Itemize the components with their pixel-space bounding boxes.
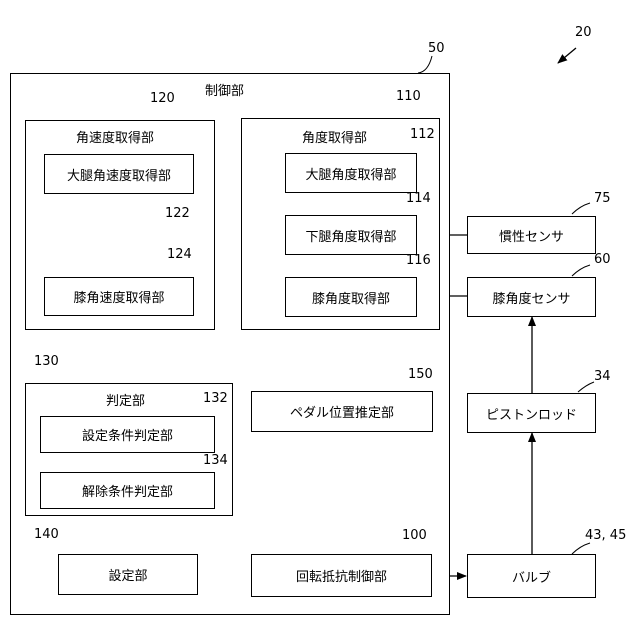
piston-rod-ref: 34 xyxy=(594,369,611,384)
thigh-angle-label: 大腿角度取得部 xyxy=(305,164,396,183)
setting-unit-label: 設定部 xyxy=(108,565,147,584)
angle-unit-ref: 110 xyxy=(396,89,421,104)
thigh-angular-velocity-ref: 122 xyxy=(165,206,190,221)
judgement-unit-title: 判定部 xyxy=(106,390,145,409)
angular-velocity-unit-title: 角速度取得部 xyxy=(76,127,154,146)
knee-angle-box: 膝角度取得部 xyxy=(285,277,417,317)
leader-50 xyxy=(418,56,432,73)
rotation-resistance-box: 回転抵抗制御部 xyxy=(251,554,432,597)
inertial-sensor-box: 慣性センサ xyxy=(467,216,596,254)
release-condition-box: 解除条件判定部 xyxy=(40,472,215,509)
set-condition-ref: 132 xyxy=(203,391,228,406)
setting-unit-ref: 140 xyxy=(34,527,59,542)
pedal-position-ref: 150 xyxy=(408,367,433,382)
knee-angular-velocity-label: 膝角速度取得部 xyxy=(73,287,164,306)
valve-ref: 43, 45 xyxy=(585,528,626,543)
pedal-position-box: ペダル位置推定部 xyxy=(251,391,433,432)
release-condition-label: 解除条件判定部 xyxy=(82,481,173,500)
angular-velocity-unit-ref: 120 xyxy=(150,91,175,106)
arrow-figure-ref xyxy=(558,48,576,63)
thigh-angle-box: 大腿角度取得部 xyxy=(285,153,417,193)
rotation-resistance-ref: 100 xyxy=(402,528,427,543)
set-condition-box: 設定条件判定部 xyxy=(40,416,215,453)
control-unit-title: 制御部 xyxy=(205,80,244,99)
pedal-position-label: ペダル位置推定部 xyxy=(290,402,394,421)
knee-angle-sensor-box: 膝角度センサ xyxy=(467,277,596,317)
piston-rod-label: ピストンロッド xyxy=(486,404,577,423)
knee-angle-sensor-label: 膝角度センサ xyxy=(492,288,570,307)
inertial-sensor-ref: 75 xyxy=(594,191,611,206)
rotation-resistance-label: 回転抵抗制御部 xyxy=(296,566,387,585)
leader-75 xyxy=(572,203,590,214)
control-unit-ref: 50 xyxy=(428,41,445,56)
angle-unit-title: 角度取得部 xyxy=(302,127,367,146)
thigh-angle-ref: 112 xyxy=(410,127,435,142)
knee-angle-ref: 116 xyxy=(406,253,431,268)
leader-34 xyxy=(578,382,594,392)
lower-leg-angle-box: 下腿角度取得部 xyxy=(285,215,417,255)
leader-4345 xyxy=(572,543,590,554)
knee-angle-sensor-ref: 60 xyxy=(594,252,611,267)
lower-leg-angle-label: 下腿角度取得部 xyxy=(305,226,396,245)
set-condition-label: 設定条件判定部 xyxy=(82,425,173,444)
thigh-angular-velocity-label: 大腿角速度取得部 xyxy=(67,165,171,184)
knee-angular-velocity-ref: 124 xyxy=(167,247,192,262)
thigh-angular-velocity-box: 大腿角速度取得部 xyxy=(44,154,194,194)
setting-unit-box: 設定部 xyxy=(58,554,198,595)
leader-60 xyxy=(572,265,590,276)
valve-label: バルブ xyxy=(512,567,551,586)
figure-ref-number: 20 xyxy=(575,25,592,40)
knee-angle-label: 膝角度取得部 xyxy=(312,288,390,307)
valve-box: バルブ xyxy=(467,554,596,598)
inertial-sensor-label: 慣性センサ xyxy=(499,226,564,245)
release-condition-ref: 134 xyxy=(203,453,228,468)
judgement-unit-ref: 130 xyxy=(34,354,59,369)
piston-rod-box: ピストンロッド xyxy=(467,393,596,433)
lower-leg-angle-ref: 114 xyxy=(406,191,431,206)
knee-angular-velocity-box: 膝角速度取得部 xyxy=(44,277,194,316)
